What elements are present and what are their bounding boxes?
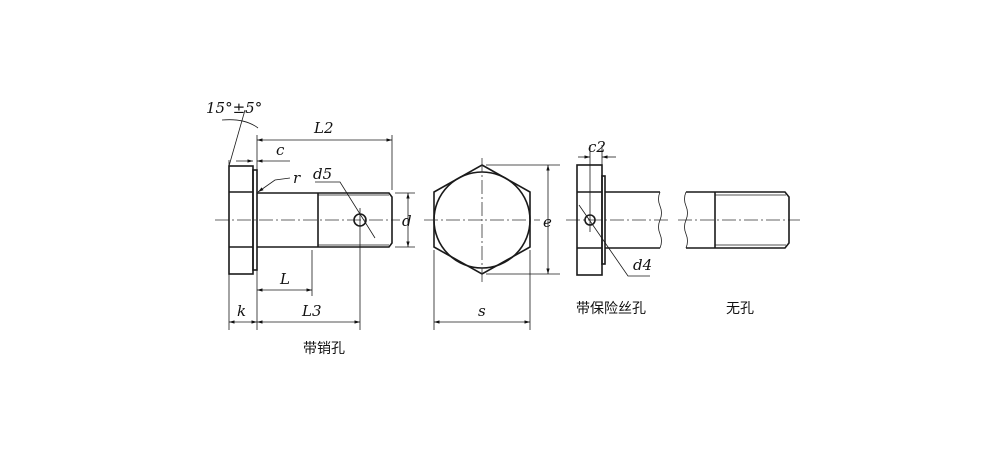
pin-hole-view: 15°±5° L2 c r d5 d L L3 k 带销孔 [206,99,415,357]
hex-end-view: e s [424,158,560,330]
L3-label: L3 [301,302,322,320]
r-label: r [293,169,301,187]
wire-hole-caption: 带保险丝孔 [576,301,646,317]
e-label: e [543,213,552,231]
c2-label: c2 [588,138,606,156]
pin-hole-caption: 带销孔 [303,341,345,357]
k-label: k [237,302,246,320]
d4-label: d4 [633,256,652,274]
L-label: L [279,270,290,288]
d-label: d [402,212,412,230]
angle-label: 15°±5° [206,99,262,117]
L2-label: L2 [313,119,334,137]
s-label: s [478,302,486,320]
no-hole-view: 无孔 [678,191,800,317]
d5-label: d5 [313,165,332,183]
no-hole-caption: 无孔 [726,301,754,317]
c-label: c [276,141,285,159]
wire-hole-view: c2 d4 带保险丝孔 [566,138,668,317]
